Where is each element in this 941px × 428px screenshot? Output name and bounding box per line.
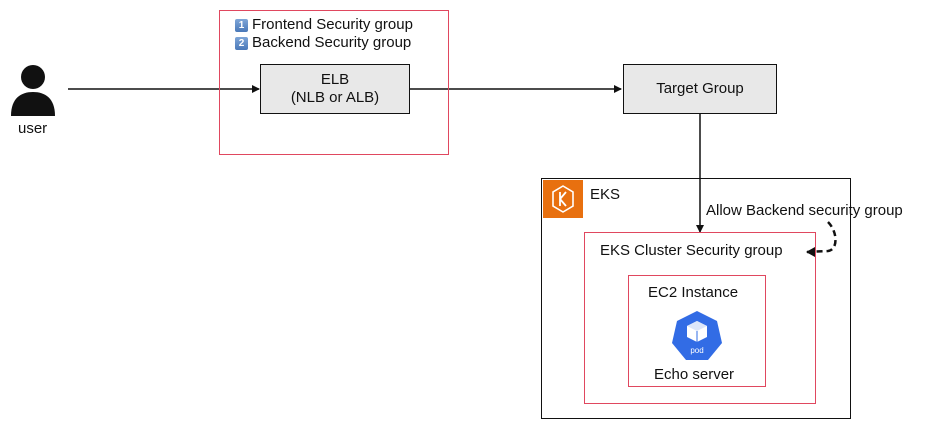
legend-item-frontend: 1 Frontend Security group: [235, 16, 413, 34]
legend-item-backend: 2 Backend Security group: [235, 34, 413, 52]
pod-icon-text: pod: [690, 346, 703, 355]
elb-title: ELB: [320, 71, 350, 88]
user-icon: [11, 65, 55, 116]
echo-server-label: Echo server: [654, 366, 735, 383]
number-1-badge: 1: [235, 19, 248, 32]
security-group-legend: 1 Frontend Security group 2 Backend Securi…: [235, 16, 413, 52]
frontend-security-group-box: [219, 10, 449, 155]
allow-backend-sg-label: Allow Backend security group: [706, 202, 903, 219]
eks-cluster-security-group-box: [584, 232, 816, 404]
eks-cluster-sg-label: EKS Cluster Security group: [600, 242, 783, 259]
eks-label: EKS: [590, 186, 621, 203]
target-group-label: Target Group: [656, 80, 744, 97]
user-label: user: [18, 120, 48, 137]
pod-icon: pod: [671, 310, 723, 362]
legend-label-backend: Backend Security group: [252, 34, 412, 51]
number-2-badge: 2: [235, 37, 248, 50]
ec2-instance-box: [628, 275, 766, 387]
elb-subtitle: (NLB or ALB): [290, 89, 380, 106]
eks-icon: [543, 180, 583, 218]
eks-container: [541, 178, 851, 419]
legend-label-frontend: Frontend Security group: [252, 16, 413, 33]
allow-sg-arrowhead: [806, 247, 815, 257]
elb-node: ELB (NLB or ALB): [260, 64, 410, 114]
target-group-node: Target Group: [623, 64, 777, 114]
ec2-label-fix: EC2 Instance: [648, 284, 739, 301]
allow-sg-dashed-arrow: [806, 221, 837, 254]
